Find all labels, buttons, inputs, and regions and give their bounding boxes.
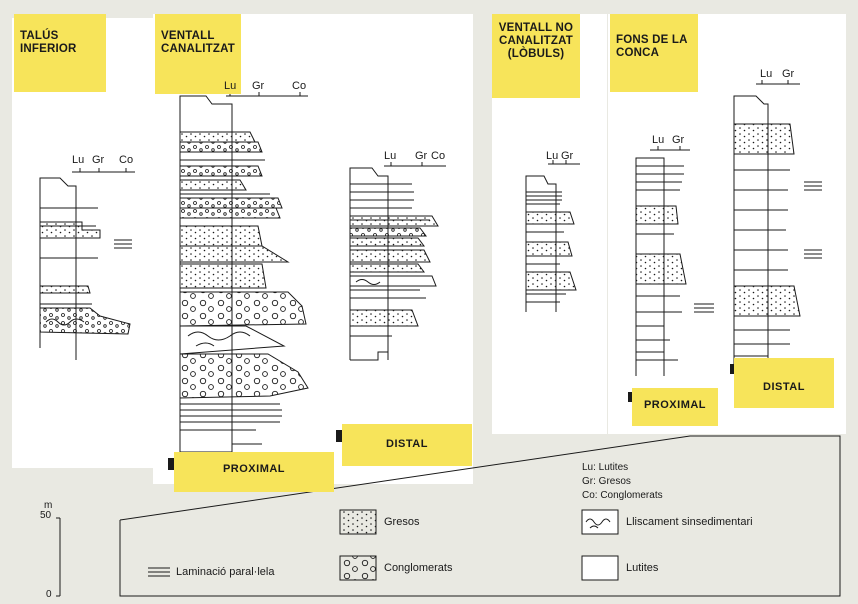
scale-top: 50 — [40, 510, 52, 521]
legend-abbrev-lu: Lu: Lutites — [582, 462, 629, 473]
label-fons-distal: DISTAL — [734, 358, 834, 408]
panel-talus — [12, 18, 154, 468]
legend-label-sandstone: Gresos — [384, 516, 420, 528]
label-canalitzat-proximal: PROXIMAL — [174, 452, 334, 492]
scale-bar — [56, 517, 61, 597]
axis-label-gr: Gr — [672, 134, 685, 146]
axis-label-gr: Gr — [92, 154, 105, 166]
axis-label-lu: Lu — [72, 154, 85, 166]
slump-legend-swatch — [581, 509, 619, 535]
axis-label-gr: Gr — [252, 80, 265, 92]
legend-label-slump: Lliscament sinsedimentari — [626, 516, 753, 528]
legend-frame — [119, 435, 841, 597]
column-no-canalitzat — [525, 160, 580, 312]
scale-unit: m — [44, 500, 53, 511]
scale-bottom: 0 — [46, 589, 52, 600]
title-ventall-canalitzat: VENTALL CANALITZAT — [155, 14, 241, 94]
axis-label-lu: Lu — [384, 150, 397, 162]
column-fons-distal — [733, 80, 822, 370]
lamination-legend-symbol — [148, 567, 170, 577]
label-fons-proximal: PROXIMAL — [632, 388, 718, 426]
legend-label-conglomerate: Conglomerats — [384, 562, 453, 574]
legend-label-mudstone: Lutites — [626, 562, 659, 574]
title-fons-de-la-conca: FONS DE LA CONCA — [610, 14, 698, 92]
legend-abbrev-gr: Gr: Gresos — [582, 476, 631, 487]
axis-label-co: Co — [431, 150, 446, 162]
column-canalitzat-proximal — [179, 92, 309, 453]
title-talus-inferior: TALÚS INFERIOR — [14, 14, 106, 92]
axis-label-lu: Lu — [760, 68, 773, 80]
sandstone-legend-swatch — [339, 509, 377, 535]
axis-label-co: Co — [292, 80, 307, 92]
legend-label-lamination: Laminació paral·lela — [176, 566, 275, 578]
axis-label-gr: Gr — [561, 150, 574, 162]
axis-label-lu: Lu — [652, 134, 665, 146]
axis-label-gr: Gr — [415, 150, 428, 162]
panels — [12, 14, 846, 484]
conglomerate-legend-swatch — [339, 555, 377, 581]
column-talus — [39, 168, 135, 360]
column-canalitzat-distal — [349, 162, 446, 361]
axis-label-lu: Lu — [546, 150, 559, 162]
column-fons-proximal — [635, 146, 714, 376]
label-canalitzat-distal: DISTAL — [342, 424, 472, 466]
title-ventall-no-canalitzat: VENTALL NO CANALITZAT (LÒBULS) — [492, 14, 580, 98]
lamination-symbol-talus — [114, 239, 132, 249]
axis-label-gr: Gr — [782, 68, 795, 80]
mudstone-legend-swatch — [581, 555, 619, 581]
legend-abbrev-co: Co: Conglomerats — [582, 490, 663, 501]
axis-label-co: Co — [119, 154, 134, 166]
axis-label-lu: Lu — [224, 80, 237, 92]
